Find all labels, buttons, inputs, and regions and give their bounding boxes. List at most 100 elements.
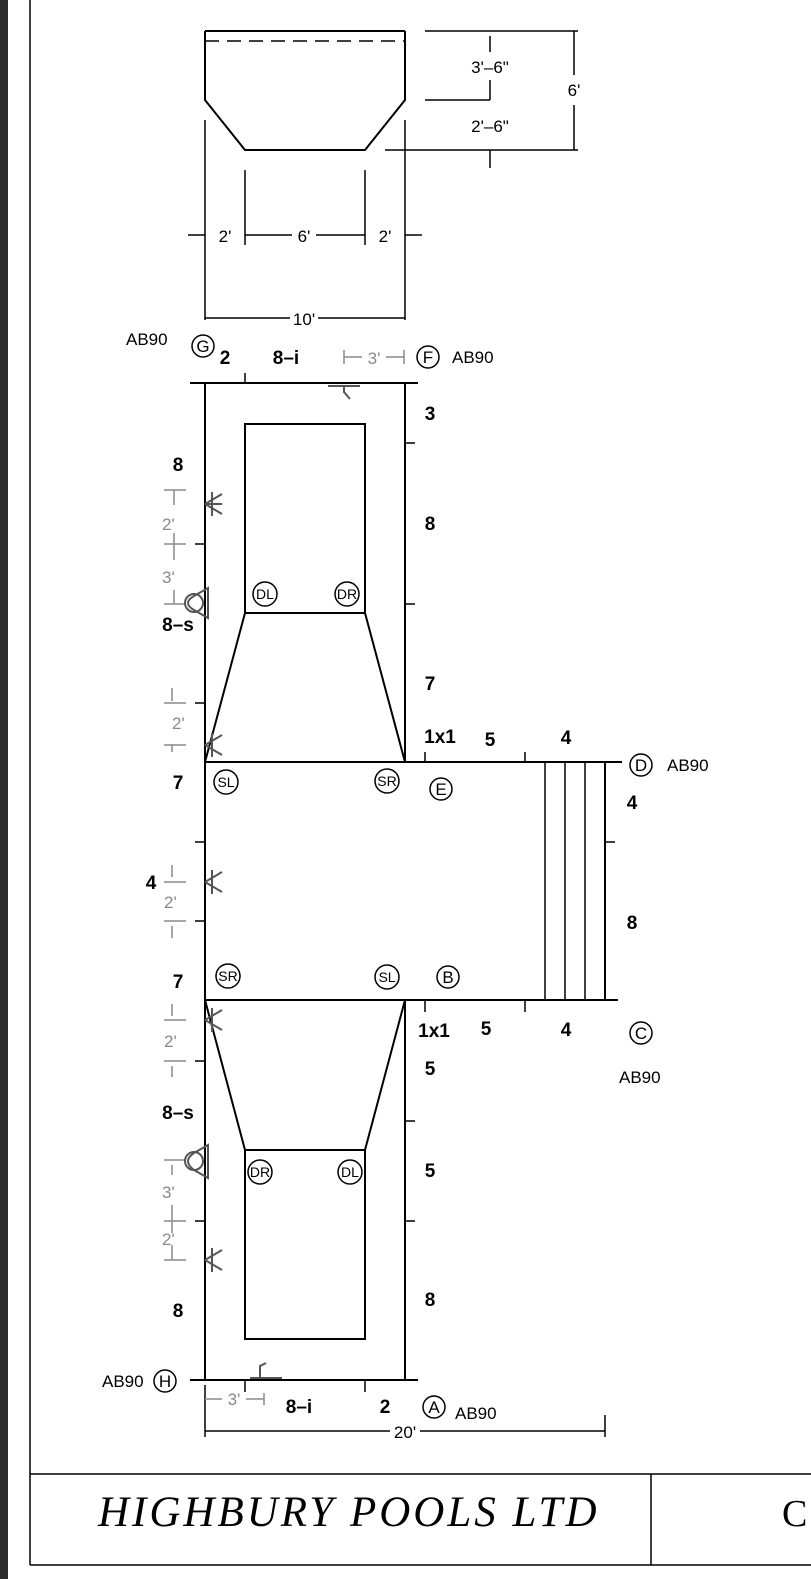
marker-circle: [215, 963, 241, 989]
marker-mid-sl-top: SL: [217, 774, 234, 790]
upper-deep-floor: [244, 423, 366, 614]
panel-label: 7: [425, 674, 436, 695]
dim-ladder: [164, 1004, 186, 1077]
panel-label: 8: [425, 514, 436, 535]
company-name: HIGHBURY POOLS LTD: [98, 1489, 600, 1536]
marker-upper-dr: DR: [337, 586, 357, 602]
panel-label: 8: [173, 455, 184, 476]
corner-circle-e: [429, 777, 453, 801]
corner-circle-c: [629, 1021, 653, 1045]
fitting-dim: 2': [164, 1032, 177, 1051]
corner-circle-a: [422, 1395, 446, 1419]
panel-label: 2: [220, 348, 231, 369]
pool-plan: [190, 373, 622, 1437]
dim-ladder: [164, 1159, 186, 1261]
corner-circle-h: [153, 1369, 177, 1393]
title-block: HIGHBURY POOLS LTD C: [30, 1474, 811, 1565]
corner-letter-g: G: [196, 337, 209, 356]
corner-circle-b: [436, 965, 460, 989]
panel-label: 8: [627, 913, 638, 934]
lower-deep-floor: [244, 1149, 366, 1340]
marker-circles: [213, 581, 400, 1185]
dim-ladder: [164, 489, 186, 605]
dim-ladder: [164, 688, 186, 752]
panel-label: 8–s: [162, 615, 194, 636]
section-profile: [204, 31, 406, 151]
corner-circle-g: [191, 334, 215, 358]
panel-label: 4: [627, 793, 638, 814]
panel-label: 1x1: [418, 1021, 450, 1042]
marker-upper-dl: DL: [256, 586, 274, 602]
fitting-dim: 2': [162, 515, 175, 534]
panel-label: 4: [561, 1020, 572, 1041]
fitting-dimensions: [164, 350, 405, 1405]
upper-slope-right: [364, 612, 406, 763]
panel-label: 4: [561, 728, 572, 749]
marker-lower-dr: DR: [250, 1164, 270, 1180]
panel-label: 5: [425, 1059, 436, 1080]
left-edge-bar: [0, 0, 8, 1579]
marker-circle: [213, 769, 239, 795]
ladder-offset-top: 3': [368, 349, 381, 368]
cross-section: [188, 30, 578, 320]
corner-letter-d: D: [635, 756, 647, 775]
inlet-icon: [204, 870, 223, 894]
section-floor-width: 6': [298, 227, 311, 246]
fitting-dim: 2': [172, 714, 185, 733]
corner-code-a: AB90: [455, 1404, 497, 1423]
marker-lower-dl: DL: [341, 1164, 359, 1180]
inlet-icon: [204, 1248, 223, 1272]
fitting-dim: 2': [162, 1230, 175, 1249]
dim-ladder: [164, 865, 186, 938]
corner-circle-d: [629, 753, 653, 777]
panel-label: 5: [485, 730, 496, 751]
marker-mid-sl-bot: SL: [378, 969, 395, 985]
panel-label: 8: [425, 1290, 436, 1311]
corner-letter-c: C: [635, 1024, 647, 1043]
corner-letter-a: A: [428, 1398, 440, 1417]
inlet-icon: [204, 733, 223, 757]
panel-label: 5: [481, 1019, 492, 1040]
corner-code-c: AB90: [619, 1068, 661, 1087]
inlet-icon: [204, 1008, 223, 1032]
panel-label: 7: [173, 773, 184, 794]
marker-circle: [247, 1159, 273, 1185]
panel-label: 8–s: [162, 1103, 194, 1124]
lower-slope-right: [364, 999, 406, 1151]
light-icon: [184, 1143, 209, 1180]
corner-code-f: AB90: [452, 348, 494, 367]
panel-label: 4: [146, 873, 157, 894]
corner-code-h: AB90: [102, 1372, 144, 1391]
marker-circle: [334, 581, 360, 607]
marker-mid-sr-top: SR: [377, 773, 396, 789]
fitting-dim: 3': [162, 1183, 175, 1202]
panel-label: 8: [173, 1301, 184, 1322]
panel-label: 3: [425, 404, 436, 425]
marker-mid-sr-bot: SR: [218, 968, 237, 984]
panel-label: 8–i: [273, 348, 299, 369]
overall-length: 20': [394, 1423, 416, 1442]
section-right-width: 2': [379, 227, 392, 246]
section-left-width: 2': [219, 227, 232, 246]
skimmer-bottom-icon: [250, 1362, 282, 1379]
light-icon: [184, 586, 209, 620]
marker-circle: [374, 768, 400, 794]
section-total-width: 10': [293, 310, 315, 329]
corner-letter-b: B: [442, 968, 453, 987]
fitting-dim: 2': [164, 893, 177, 912]
inlet-icon: [204, 492, 223, 516]
corner-markers: [153, 334, 653, 1419]
corner-code-g: AB90: [126, 330, 168, 349]
section-deep-step: 2'–6": [471, 117, 509, 136]
fittings: [184, 385, 360, 1379]
corner-letter-f: F: [423, 348, 433, 367]
section-total-depth: 6': [568, 81, 581, 100]
marker-circle: [374, 964, 400, 990]
panel-label: 5: [425, 1161, 436, 1182]
corner-circle-f: [416, 345, 440, 369]
skimmer-top-icon: [328, 385, 360, 400]
panel-label: 1x1: [424, 727, 456, 748]
section-shallow-depth: 3'–6": [471, 58, 509, 77]
